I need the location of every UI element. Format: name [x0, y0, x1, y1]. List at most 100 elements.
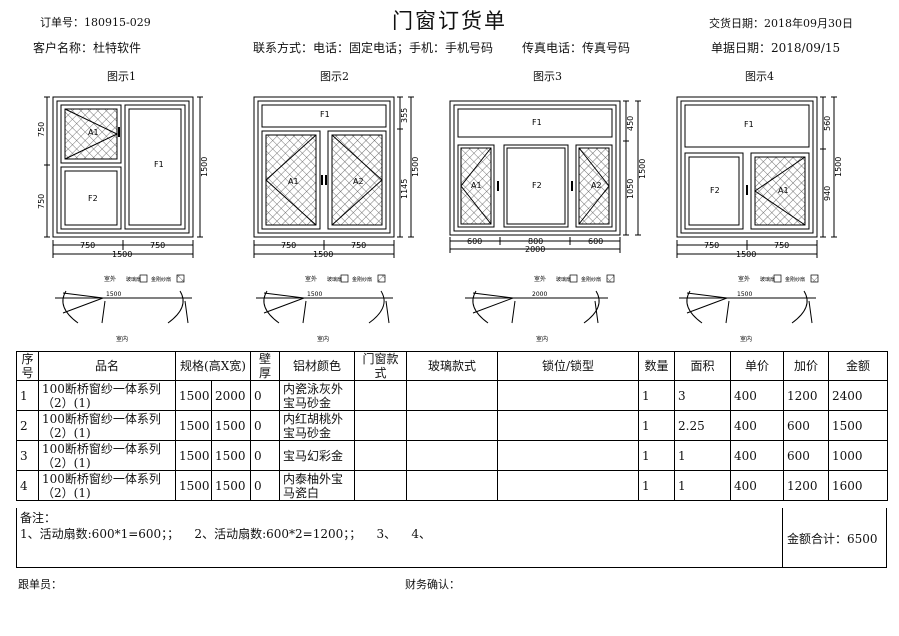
cell-style [354, 440, 408, 471]
cell-amount: 1500 [828, 410, 889, 441]
notes-text: 1、活动扇数:600*1=600；； 2、活动扇数:600*2=1200；； 3… [20, 527, 432, 541]
dimension-label: 1145 [400, 179, 409, 199]
plan-width: 1500 [307, 291, 322, 298]
dimension-label: 750 [37, 194, 46, 209]
dimension-label: 1500 [736, 250, 756, 259]
cell-price: 400 [730, 440, 785, 471]
window-diagram-3: F1 A1 F2 A2 450 1050 1500 600 800 600 20… [449, 100, 647, 343]
cell-price: 400 [730, 410, 785, 441]
total-amount: 金额合计：6500 [787, 532, 878, 546]
sash-label: A1 [471, 181, 482, 190]
legend-screen: 金刚纱扇 [785, 276, 805, 283]
legend-glass: 玻璃扇 [327, 276, 342, 283]
dimension-label: 750 [351, 241, 366, 250]
table-row: 4 100断桥窗纱一体系列（2）(1) 1500 1500 0 内泰柚外宝马瓷白… [16, 470, 889, 501]
legend-outside: 室外 [104, 275, 116, 283]
legend-glass: 玻璃扇 [556, 276, 571, 283]
cell-thickness: 0 [250, 440, 281, 471]
table-row: 1 100断桥窗纱一体系列（2）(1) 1500 2000 0 内瓷泳灰外宝马砂… [16, 380, 889, 411]
finance-confirmation: 财务确认： [405, 578, 460, 591]
total-box: 金额合计：6500 [782, 508, 888, 567]
cell-qty: 1 [638, 440, 676, 471]
sash-label: A1 [288, 177, 299, 186]
sash-label: F1 [154, 160, 164, 169]
sash-label: F1 [744, 120, 754, 129]
cell-width: 1500 [210, 410, 252, 441]
cell-extra: 1200 [783, 470, 830, 501]
cell-area: 2.25 [674, 410, 732, 441]
cell-name: 100断桥窗纱一体系列（2）(1) [38, 410, 176, 441]
contact-info: 联系方式：电话：固定电话；手机：手机号码 [253, 41, 494, 55]
dimension-label: 1500 [834, 157, 843, 177]
cell-color: 内红胡桃外宝马砂金 [279, 410, 356, 441]
cell-glass [406, 470, 499, 501]
legend-outside: 室外 [305, 275, 317, 283]
cell-extra: 1200 [783, 380, 830, 411]
figure-1-label: 图示1 [107, 70, 136, 83]
cell-thickness: 0 [250, 470, 281, 501]
sash-label: F1 [532, 118, 542, 127]
legend-screen: 金刚纱扇 [581, 276, 601, 283]
table-header-row: 序号 品名 规格(高X宽) 壁厚 铝材颜色 门窗款式 玻璃款式 锁位/锁型 数量… [16, 351, 889, 381]
cell-name: 100断桥窗纱一体系列（2）(1) [38, 440, 176, 471]
cell-area: 3 [674, 380, 732, 411]
sash-label: A1 [778, 186, 789, 195]
cell-amount: 1600 [828, 470, 889, 501]
window-diagram-4: F1 F2 A1 560 940 1500 750 750 1500 室外 玻璃… [676, 96, 843, 343]
cell-width: 2000 [210, 380, 252, 411]
cell-glass [406, 380, 499, 411]
dimension-label: 1500 [313, 250, 333, 259]
page-title: 门窗订货单 [392, 9, 507, 33]
cell-height: 1500 [175, 470, 212, 501]
dimension-label: 750 [281, 241, 296, 250]
legend-outside: 室外 [738, 275, 750, 283]
cell-width: 1500 [210, 470, 252, 501]
cell-style [354, 410, 408, 441]
sash-label: A2 [591, 181, 602, 190]
legend-inside: 室内 [116, 335, 128, 343]
dimension-label: 750 [774, 241, 789, 250]
notes-content: 备注： 1、活动扇数:600*1=600；； 2、活动扇数:600*2=1200… [20, 510, 431, 542]
dimension-label: 560 [823, 116, 832, 131]
figure-4-label: 图示4 [745, 70, 774, 83]
dimension-label: 2000 [525, 245, 545, 254]
legend-inside: 室内 [317, 335, 329, 343]
figure-2-label: 图示2 [320, 70, 349, 83]
dimension-label: 1500 [411, 157, 420, 177]
dimension-label: 750 [37, 122, 46, 137]
plan-width: 1500 [106, 291, 121, 298]
column-header: 加价 [783, 351, 830, 381]
figure-3-label: 图示3 [533, 70, 562, 83]
column-header: 序号 [16, 351, 39, 381]
legend-glass: 玻璃扇 [126, 276, 141, 283]
cell-lock [497, 410, 640, 441]
cell-area: 1 [674, 440, 732, 471]
dimension-label: 750 [704, 241, 719, 250]
column-header: 单价 [730, 351, 785, 381]
table-row: 3 100断桥窗纱一体系列（2）(1) 1500 1500 0 宝马幻彩金 1 … [16, 440, 889, 471]
sash-label: F2 [532, 181, 542, 190]
cell-height: 1500 [175, 410, 212, 441]
dimension-label: 600 [467, 237, 482, 246]
column-header: 规格(高X宽) [174, 351, 252, 381]
column-header: 门窗款式 [354, 351, 408, 381]
column-header: 玻璃款式 [406, 351, 499, 381]
cell-no: 4 [16, 470, 39, 501]
legend-outside: 室外 [534, 275, 546, 283]
sash-label: A1 [88, 128, 99, 137]
cell-glass [406, 440, 499, 471]
cell-no: 3 [16, 440, 39, 471]
dimension-label: 1500 [638, 159, 647, 179]
sash-label: F2 [710, 186, 720, 195]
cell-thickness: 0 [250, 410, 281, 441]
cell-area: 1 [674, 470, 732, 501]
cell-style [354, 470, 408, 501]
cell-thickness: 0 [250, 380, 281, 411]
plan-width: 1500 [737, 291, 752, 298]
legend-inside: 室内 [740, 335, 752, 343]
legend-inside: 室内 [536, 335, 548, 343]
dimension-label: 355 [400, 108, 409, 123]
follower-signature: 跟单员： [18, 578, 62, 591]
cell-lock [497, 380, 640, 411]
legend-glass: 玻璃扇 [760, 276, 775, 283]
